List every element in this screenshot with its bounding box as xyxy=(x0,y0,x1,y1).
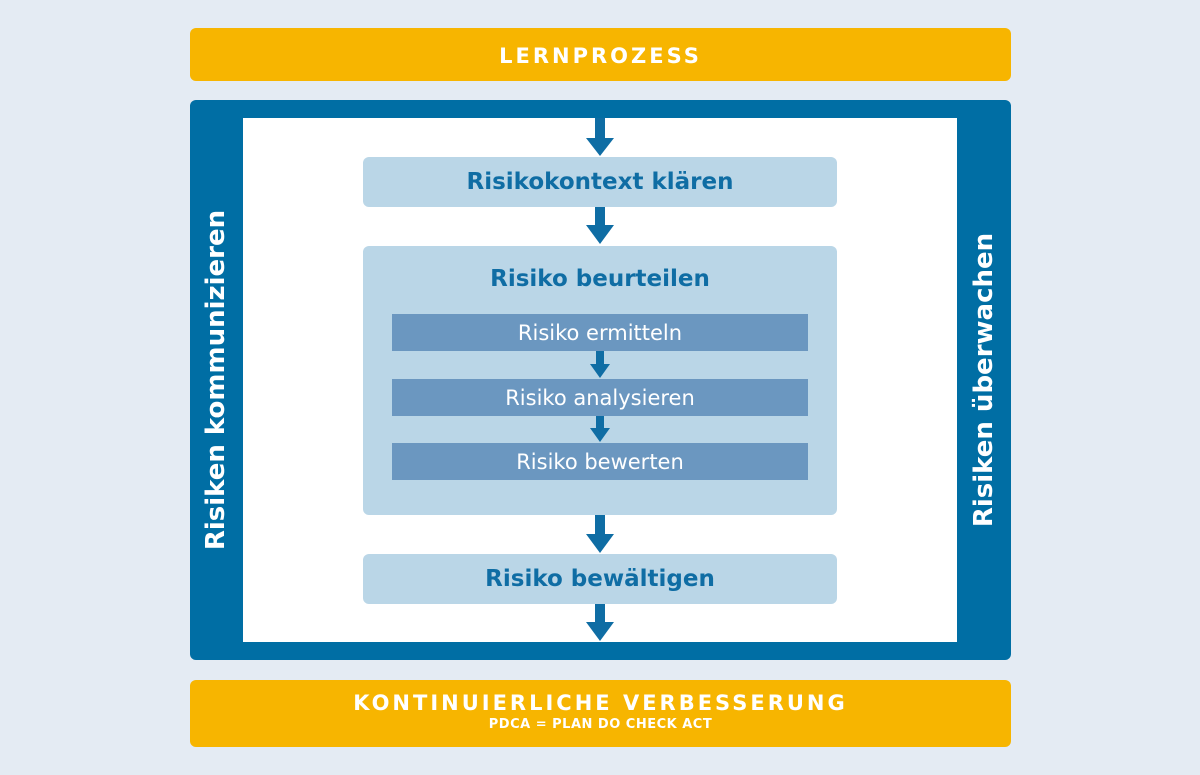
down-arrow-icon xyxy=(586,515,614,553)
verbesserung-title: KONTINUIERLICHE VERBESSERUNG xyxy=(353,691,848,715)
risikokontext-box: Risikokontext klären xyxy=(363,157,837,207)
down-arrow-icon xyxy=(590,416,610,442)
step-risiko-bewerten: Risiko bewerten xyxy=(392,443,808,480)
lernprozess-banner: LERNPROZESS xyxy=(190,28,1011,81)
risiko-beurteilen-title: Risiko beurteilen xyxy=(490,266,710,292)
down-arrow-icon xyxy=(586,604,614,641)
lernprozess-title: LERNPROZESS xyxy=(499,44,702,68)
pdca-subtitle: PDCA = PLAN DO CHECK ACT xyxy=(488,717,713,732)
kontinuierliche-verbesserung-banner: KONTINUIERLICHE VERBESSERUNG PDCA = PLAN… xyxy=(190,680,1011,747)
down-arrow-icon xyxy=(586,118,614,156)
down-arrow-icon xyxy=(586,207,614,244)
risiken-ueberwachen-label: Risiken überwachen xyxy=(969,232,999,528)
step-risiko-ermitteln: Risiko ermitteln xyxy=(392,314,808,351)
down-arrow-icon xyxy=(590,351,610,378)
risiko-bewaeltigen-box: Risiko bewältigen xyxy=(363,554,837,604)
risiken-kommunizieren-label: Risiken kommunizieren xyxy=(201,209,231,551)
step-risiko-analysieren: Risiko analysieren xyxy=(392,379,808,416)
